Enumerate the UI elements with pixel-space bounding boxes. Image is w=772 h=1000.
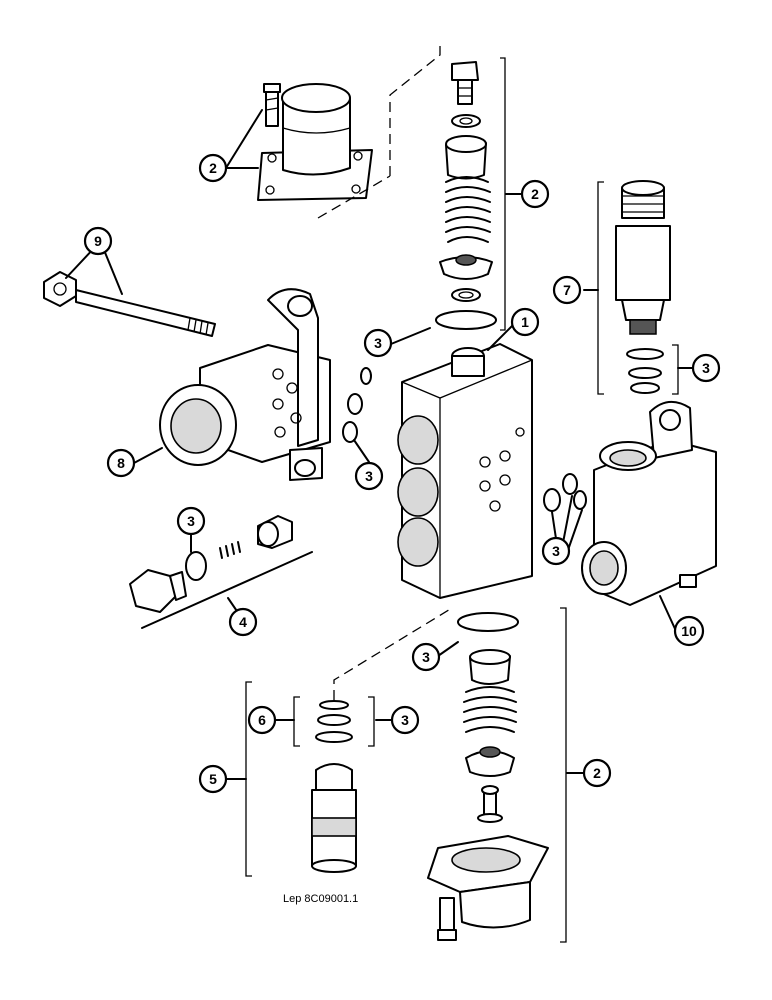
bracket-3-bottom [368, 696, 375, 747]
callout-3-label: 3 [552, 543, 560, 559]
large-oring-top [435, 310, 497, 330]
callout-2-top-stack: 2 [520, 179, 550, 209]
reference-code: Lep 8C09001.1 [283, 893, 358, 905]
callout-6: 6 [247, 705, 277, 735]
callout-2-bottom-stack: 2 [582, 758, 612, 788]
callout-9: 9 [83, 226, 113, 256]
callout-3-label: 3 [187, 513, 195, 529]
callout-2-top-cap: 2 [198, 153, 228, 183]
callout-2-label: 2 [209, 160, 217, 176]
callout-9-label: 9 [94, 233, 102, 249]
right-end-cover [581, 401, 717, 606]
callout-7: 7 [552, 275, 582, 305]
callout-5: 5 [198, 764, 228, 794]
callout-3-label: 3 [702, 360, 710, 376]
callout-8-label: 8 [117, 455, 125, 471]
plug-assembly [129, 515, 293, 613]
leader-lines [65, 109, 694, 780]
callout-10: 10 [673, 615, 705, 647]
callout-3-left-lower: 3 [354, 461, 384, 491]
check-valve [311, 700, 357, 873]
callout-8: 8 [106, 448, 136, 478]
plug-baseline [141, 551, 313, 629]
callout-3-left-upper: 3 [363, 328, 393, 358]
tie-bolt [43, 271, 216, 337]
callout-5-label: 5 [209, 771, 217, 787]
center-valve-body [397, 343, 533, 599]
left-end-cover [159, 288, 331, 481]
bottom-spool-stack [427, 612, 549, 941]
callout-4: 4 [228, 607, 258, 637]
relief-valve-cartridge [615, 180, 671, 335]
top-cap-assembly [257, 83, 373, 201]
callout-3-relief: 3 [691, 353, 721, 383]
callout-7-label: 7 [563, 282, 571, 298]
callout-3-check-valve: 3 [390, 705, 420, 735]
bracket-2-bottom [560, 607, 567, 943]
bracket-7 [597, 181, 604, 395]
callout-10-label: 10 [681, 623, 697, 639]
callout-3-bottom-oring: 3 [411, 642, 441, 672]
callout-3-label: 3 [374, 335, 382, 351]
bracket-6 [293, 696, 300, 747]
left-side-orings [342, 367, 372, 443]
callout-3-plug: 3 [176, 506, 206, 536]
callout-2-label: 2 [531, 186, 539, 202]
relief-valve-orings [626, 348, 664, 394]
top-spool-stack [439, 61, 493, 302]
callout-4-label: 4 [239, 614, 247, 630]
callout-1: 1 [510, 307, 540, 337]
top-cap-dashed-outline [317, 40, 441, 219]
right-side-orings [543, 473, 587, 512]
callout-3-label: 3 [365, 468, 373, 484]
callout-6-label: 6 [258, 712, 266, 728]
callout-1-label: 1 [521, 314, 529, 330]
callout-3-label: 3 [422, 649, 430, 665]
bracket-3-right [672, 344, 679, 395]
check-valve-dashed-link [333, 607, 453, 700]
callout-3-right-orings: 3 [541, 536, 571, 566]
callout-3-label: 3 [401, 712, 409, 728]
bracket-2-top [500, 57, 506, 331]
callout-2-label: 2 [593, 765, 601, 781]
